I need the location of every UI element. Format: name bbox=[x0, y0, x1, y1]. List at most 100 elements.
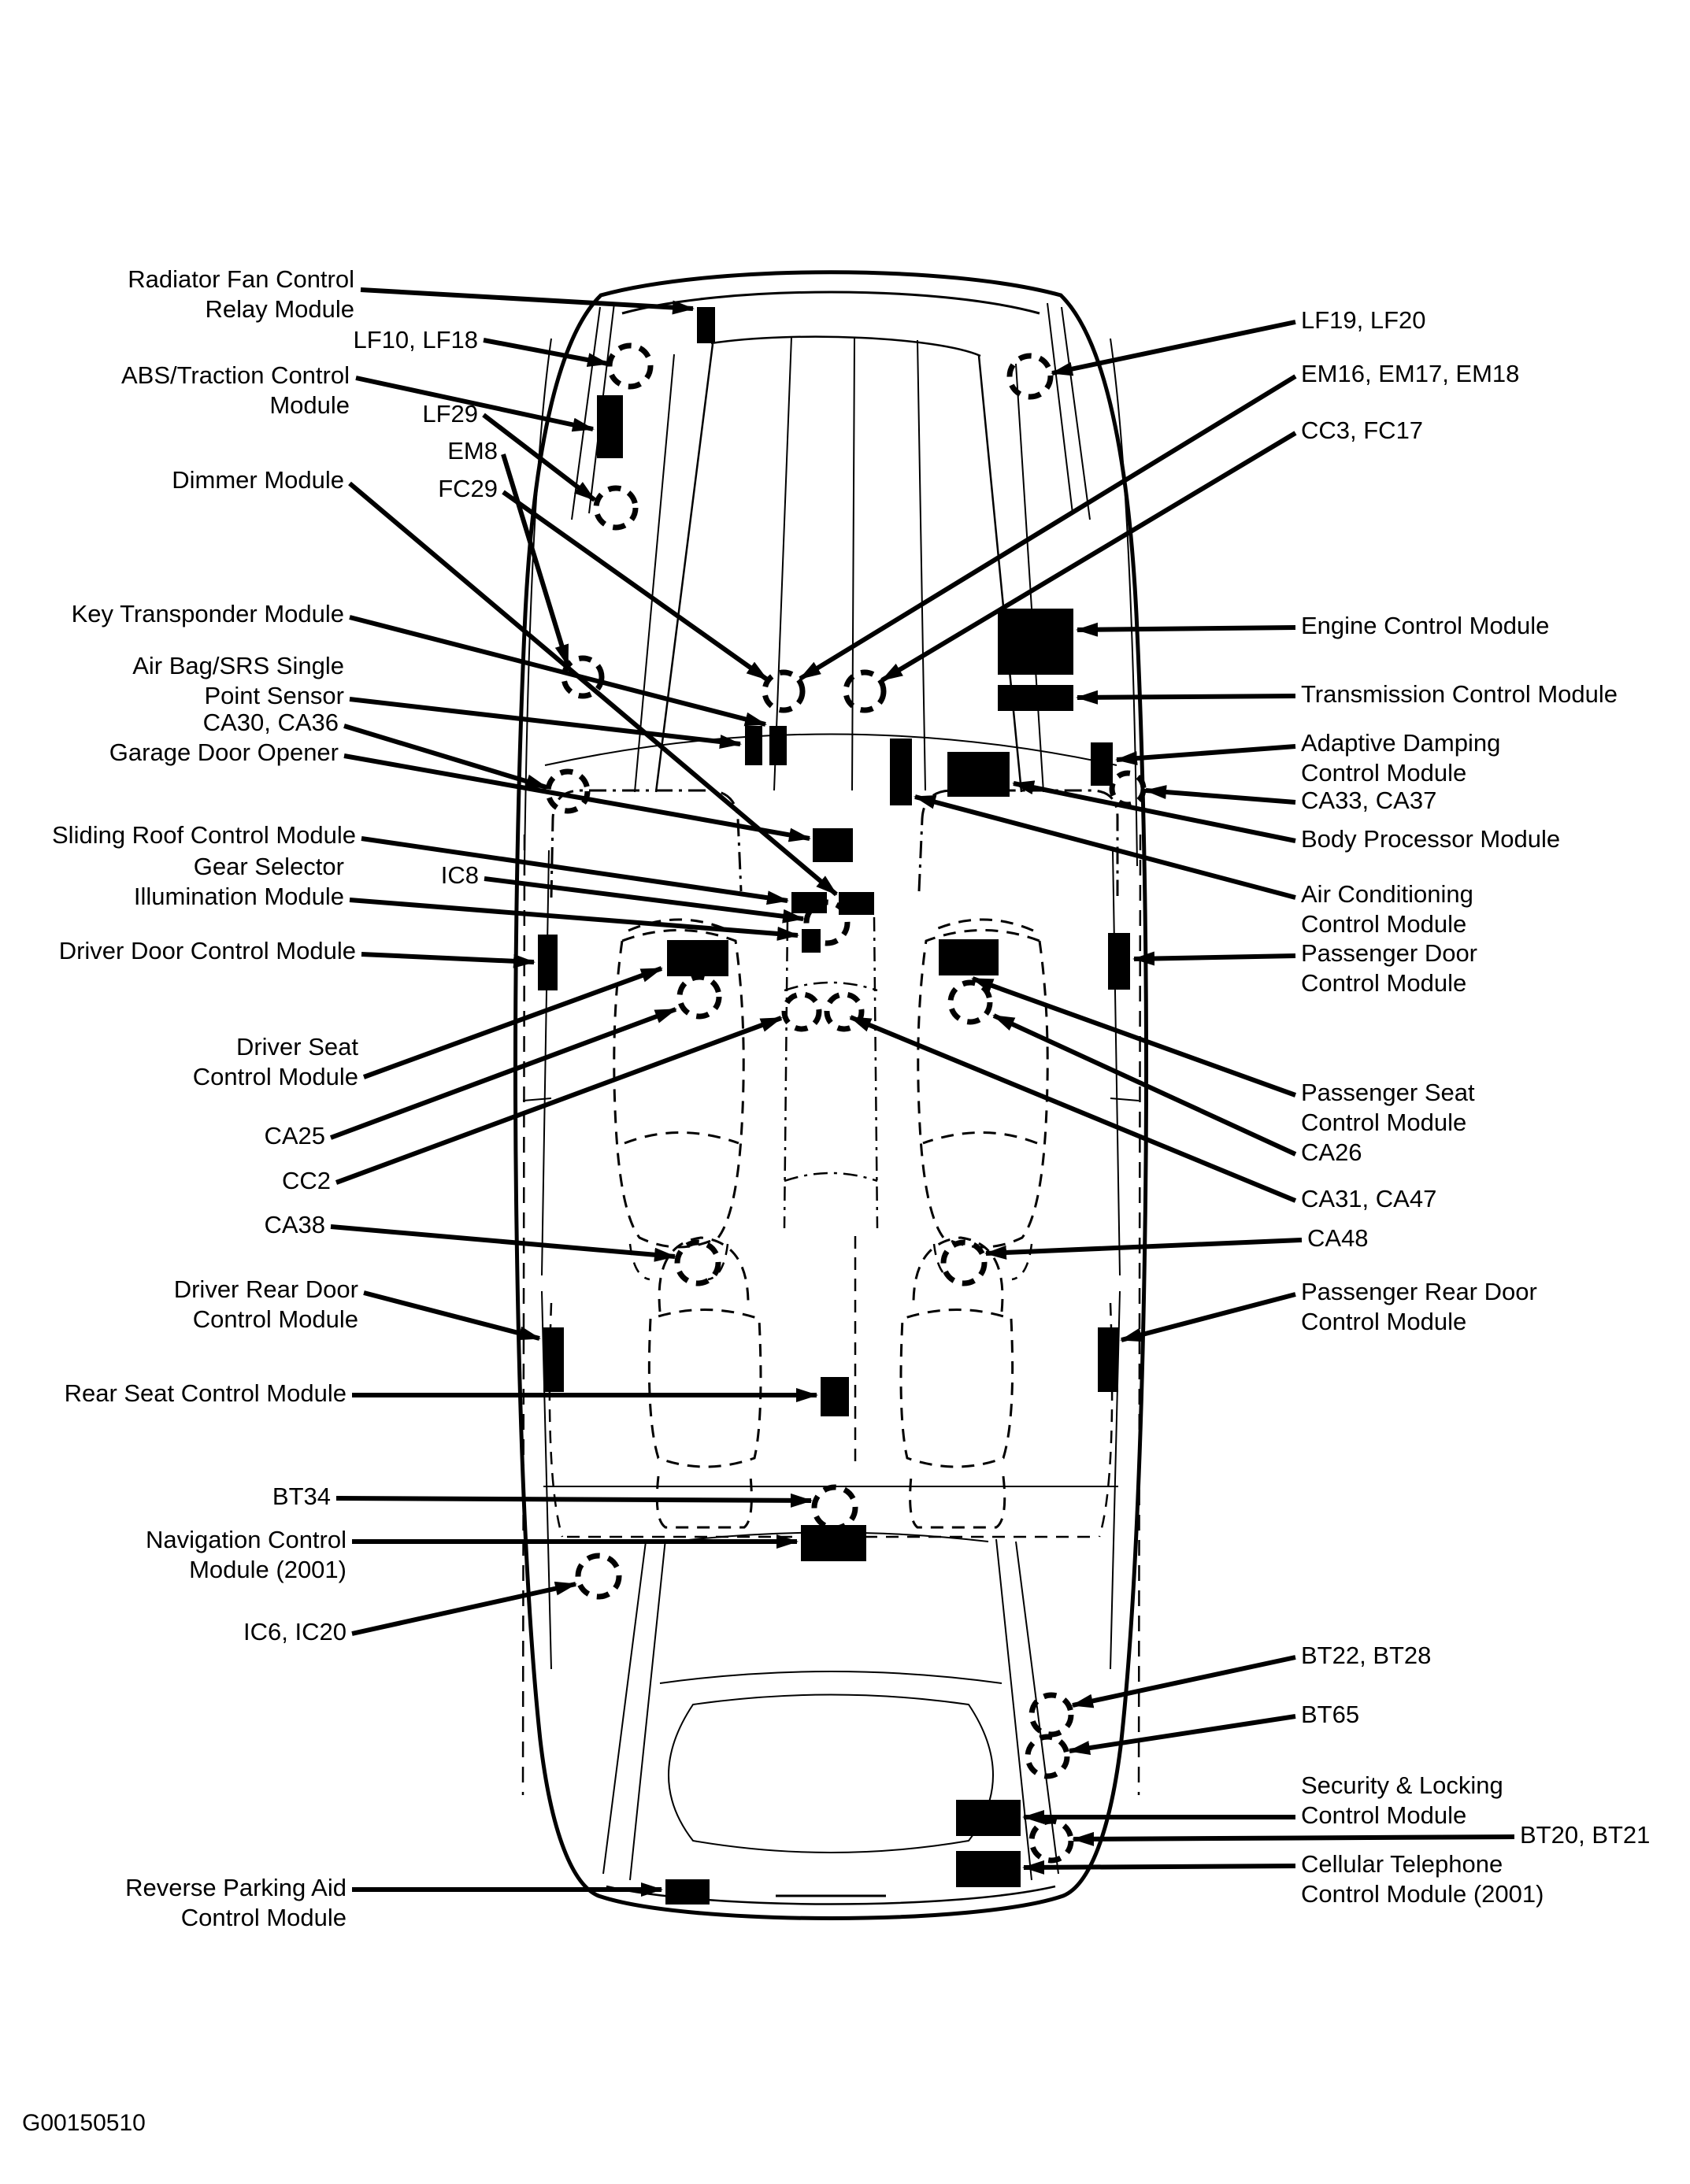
label-garage-door-opener: Garage Door Opener bbox=[109, 738, 339, 766]
label-ca25: CA25 bbox=[264, 1122, 325, 1149]
leader-radiator-fan-relay bbox=[360, 287, 695, 315]
leader-driver-door bbox=[361, 952, 536, 968]
leader-airbag-srs bbox=[349, 697, 742, 749]
connector-lf19-lf20 bbox=[1006, 353, 1054, 400]
label-lf29: LF29 bbox=[422, 400, 478, 428]
module-air-conditioning bbox=[890, 738, 912, 805]
label-ca48: CA48 bbox=[1307, 1224, 1369, 1252]
leader-fc29 bbox=[502, 490, 769, 682]
label-key-transponder: Key Transponder Module bbox=[72, 600, 344, 627]
label-ca26: CA26 bbox=[1301, 1138, 1362, 1166]
leader-ic6-ic20 bbox=[351, 1581, 577, 1636]
leader-key-transponder bbox=[349, 615, 767, 727]
label-bt65: BT65 bbox=[1301, 1701, 1359, 1728]
connector-ca25 bbox=[676, 974, 722, 1020]
leader-transmission-control bbox=[1076, 690, 1296, 705]
module-adaptive-damping bbox=[1091, 742, 1113, 786]
label-bt34: BT34 bbox=[272, 1483, 331, 1510]
module-transmission-control bbox=[998, 685, 1073, 711]
label-em16-17-18: EM16, EM17, EM18 bbox=[1301, 360, 1519, 387]
leader-engine-control bbox=[1076, 622, 1296, 637]
connectors-layer bbox=[545, 342, 1147, 1864]
module-driver-door bbox=[538, 935, 558, 990]
connector-lf29 bbox=[593, 485, 639, 531]
label-ca31-ca47: CA31, CA47 bbox=[1301, 1185, 1436, 1212]
connector-ca31-ca47 bbox=[824, 991, 865, 1032]
module-body-processor bbox=[947, 752, 1010, 797]
leader-cc3-fc17 bbox=[880, 431, 1297, 683]
leader-lf29 bbox=[482, 413, 596, 502]
label-body-processor: Body Processor Module bbox=[1301, 825, 1560, 853]
leader-ca33-ca37 bbox=[1144, 785, 1296, 805]
connector-ca26 bbox=[947, 979, 993, 1025]
leader-bt34 bbox=[335, 1493, 813, 1508]
connector-ca48 bbox=[940, 1239, 988, 1286]
label-dimmer: Dimmer Module bbox=[172, 466, 344, 494]
leader-em8 bbox=[501, 453, 570, 667]
leader-ic8 bbox=[484, 876, 805, 924]
module-security-locking bbox=[956, 1800, 1021, 1836]
leader-cellular-telephone bbox=[1022, 1860, 1296, 1875]
connector-cc2 bbox=[781, 991, 822, 1032]
leader-passenger-rear-door bbox=[1120, 1292, 1296, 1342]
module-passenger-rear-door bbox=[1098, 1327, 1118, 1392]
module-passenger-door bbox=[1108, 933, 1130, 990]
connector-ic6-ic20 bbox=[575, 1553, 622, 1600]
label-ca30-ca36: CA30, CA36 bbox=[203, 709, 339, 736]
label-rear-seat: Rear Seat Control Module bbox=[65, 1379, 347, 1407]
leader-bt20-bt21 bbox=[1072, 1831, 1515, 1846]
leader-driver-seat bbox=[362, 966, 663, 1079]
label-bt22-bt28: BT22, BT28 bbox=[1301, 1642, 1431, 1669]
module-airbag-srs bbox=[745, 726, 762, 765]
connector-ca38 bbox=[674, 1239, 721, 1286]
label-ca33-ca37: CA33, CA37 bbox=[1301, 787, 1436, 814]
connector-ic8 bbox=[803, 899, 851, 946]
leader-ca25 bbox=[329, 1007, 677, 1140]
module-navigation bbox=[801, 1525, 866, 1561]
label-transmission-control: Transmission Control Module bbox=[1301, 680, 1618, 708]
label-lf19-lf20: LF19, LF20 bbox=[1301, 306, 1426, 334]
module-driver-rear-door bbox=[543, 1327, 564, 1392]
leader-bt65 bbox=[1068, 1714, 1296, 1755]
leader-abs-traction bbox=[355, 376, 595, 432]
leader-air-conditioning bbox=[914, 794, 1296, 900]
module-engine-control bbox=[998, 609, 1073, 675]
leader-adaptive-damping bbox=[1115, 744, 1296, 766]
connector-ca33-ca37 bbox=[1109, 770, 1147, 808]
module-abs-traction bbox=[597, 395, 623, 458]
module-reverse-parking-aid bbox=[665, 1879, 710, 1905]
label-ic6-ic20: IC6, IC20 bbox=[243, 1618, 347, 1645]
modules-layer bbox=[538, 307, 1130, 1905]
car-body-artwork bbox=[513, 270, 1149, 1920]
leader-passenger-door bbox=[1132, 951, 1296, 966]
label-cc2: CC2 bbox=[282, 1167, 331, 1194]
module-radiator-fan-relay bbox=[697, 307, 715, 343]
leader-dimmer bbox=[348, 481, 838, 897]
label-bt20-bt21: BT20, BT21 bbox=[1520, 1821, 1650, 1849]
leader-driver-rear-door bbox=[363, 1290, 541, 1341]
connector-ca30-ca36 bbox=[545, 768, 591, 814]
module-garage-door-opener bbox=[813, 828, 853, 862]
leader-body-processor bbox=[1012, 780, 1296, 843]
leader-lines-layer bbox=[329, 287, 1515, 1897]
label-engine-control: Engine Control Module bbox=[1301, 612, 1549, 639]
leader-gear-selector-illumination bbox=[349, 898, 799, 941]
label-em8: EM8 bbox=[447, 437, 498, 465]
connector-em16-17-18 bbox=[762, 669, 806, 713]
connector-bt65 bbox=[1025, 1734, 1070, 1779]
leader-em16-17-18 bbox=[799, 374, 1297, 681]
label-sliding-roof: Sliding Roof Control Module bbox=[52, 821, 356, 849]
module-cellular-telephone bbox=[956, 1851, 1021, 1887]
